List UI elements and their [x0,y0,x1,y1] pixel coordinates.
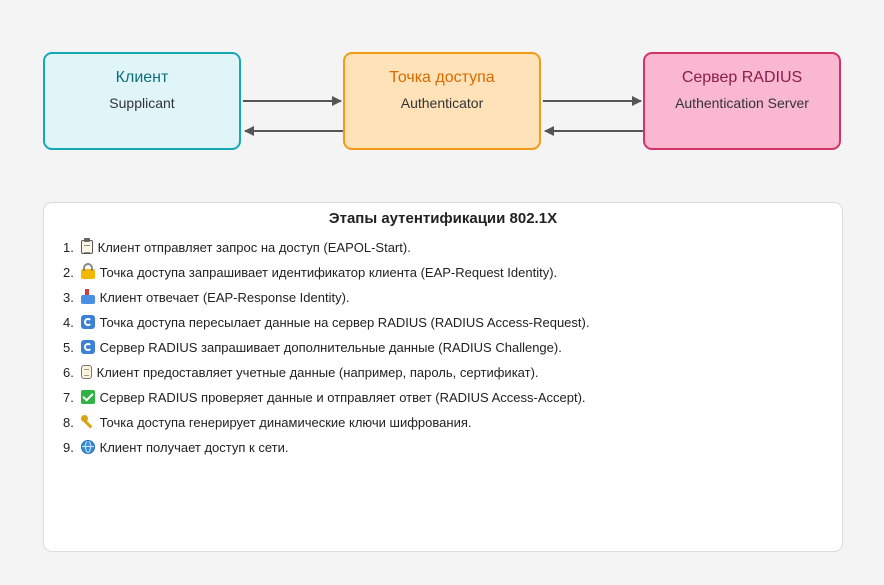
steps-panel: Этапы аутентификации 802.1X 1. Клиент от… [43,202,843,552]
step-text: Клиент получает доступ к сети. [99,440,289,455]
step-number: 1. [63,240,74,255]
node-radius-server: Сервер RADIUS Authentication Server [643,52,841,150]
node-access-point: Точка доступа Authenticator [343,52,541,150]
cycle-arrows-icon [80,315,95,329]
step-text: Сервер RADIUS запрашивает дополнительные… [99,340,562,355]
steps-panel-title: Этапы аутентификации 802.1X [328,210,558,227]
node-access-point-subtitle: Authenticator [400,95,484,111]
step-item: 6. Клиент предоставляет учетные данные (… [63,360,842,385]
step-text: Сервер RADIUS проверяет данные и отправл… [99,390,586,405]
step-number: 8. [63,415,74,430]
node-access-point-title: Точка доступа [389,69,495,86]
inbox-tray-icon [80,289,95,304]
scroll-icon [80,365,92,379]
step-item: 1. Клиент отправляет запрос на доступ (E… [63,235,842,260]
node-radius-server-title: Сервер RADIUS [681,69,803,86]
step-number: 9. [63,440,74,455]
node-client-title: Клиент [115,69,169,86]
node-client-subtitle: Supplicant [109,95,175,111]
step-text: Точка доступа пересылает данные на серве… [99,315,590,330]
key-icon [80,415,95,429]
lock-icon [80,263,95,279]
cycle-arrows-icon [80,340,95,354]
step-text: Клиент отправляет запрос на доступ (EAPO… [97,240,411,255]
node-radius-server-subtitle: Authentication Server [675,95,809,111]
step-item: 7. Сервер RADIUS проверяет данные и отпр… [63,385,842,410]
steps-list: 1. Клиент отправляет запрос на доступ (E… [44,235,842,460]
step-text: Точка доступа запрашивает идентификатор … [99,265,558,280]
step-number: 6. [63,365,74,380]
check-mark-icon [80,390,95,404]
step-item: 9. Клиент получает доступ к сети. [63,435,842,460]
step-number: 4. [63,315,74,330]
globe-icon [80,440,95,454]
step-item: 3. Клиент отвечает (EAP-Response Identit… [63,285,842,310]
step-number: 7. [63,390,74,405]
step-text: Клиент отвечает (EAP-Response Identity). [99,290,350,305]
step-number: 3. [63,290,74,305]
step-item: 8. Точка доступа генерирует динамические… [63,410,842,435]
step-item: 5. Сервер RADIUS запрашивает дополнитель… [63,335,842,360]
step-text: Клиент предоставляет учетные данные (нап… [96,365,539,380]
step-item: 2. Точка доступа запрашивает идентификат… [63,260,842,285]
node-client: Клиент Supplicant [43,52,241,150]
step-number: 5. [63,340,74,355]
step-number: 2. [63,265,74,280]
step-text: Точка доступа генерирует динамические кл… [99,415,472,430]
step-item: 4. Точка доступа пересылает данные на се… [63,310,842,335]
clipboard-icon [80,238,93,254]
